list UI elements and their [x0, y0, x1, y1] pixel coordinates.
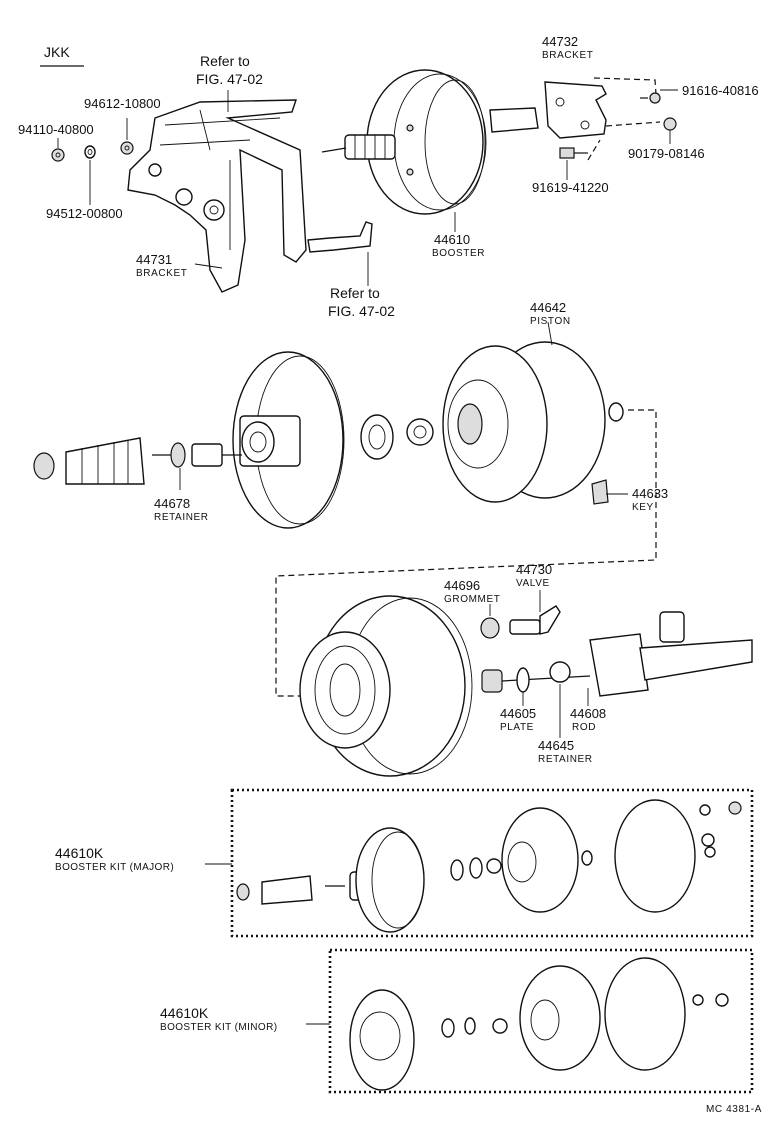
- small-parts-44633: [275, 402, 657, 697]
- valve-44730-drawing: [480, 605, 561, 639]
- callout-labels: Refer to FIG. 47-02 94612-10800 94110-40…: [18, 34, 762, 1115]
- callout-44678-name: RETAINER: [154, 512, 209, 523]
- kit-minor-box: [306, 948, 754, 1094]
- callout-44731-number: 44731: [136, 252, 172, 267]
- callout-91616-number: 91616-40816: [682, 83, 759, 98]
- callout-44731-name: BRACKET: [136, 268, 187, 279]
- booster-assembly-top: [321, 69, 539, 215]
- header-code: JKK: [44, 44, 70, 60]
- refer-to-label-top: Refer to: [200, 53, 250, 69]
- retainer-44678-drawing: [152, 442, 242, 468]
- callout-44696-name: GROMMET: [444, 594, 500, 605]
- boot-drawing: [33, 437, 145, 485]
- callout-44642-number: 44642: [530, 300, 566, 315]
- callout-44633-number: 44633: [632, 486, 668, 501]
- callout-44605-number: 44605: [500, 706, 536, 721]
- callout-94512-number: 94512-00800: [46, 206, 123, 221]
- nut-94612: [120, 141, 134, 155]
- kit-major-box: [205, 788, 754, 938]
- callout-94110-number: 94110-40800: [18, 122, 94, 137]
- seal-rings-drawing: [360, 414, 434, 460]
- pedal-bracket-drawing: [127, 99, 373, 293]
- callout-44678-number: 44678: [154, 496, 190, 511]
- footer-code: MC 4381-A: [706, 1104, 762, 1115]
- nut-90179: [663, 117, 677, 131]
- kit-major-number: 44610K: [55, 845, 104, 861]
- fig-ref-label-bottom: FIG. 47-02: [328, 303, 395, 319]
- leaders-section-2: [179, 321, 628, 738]
- callout-44730-name: VALVE: [516, 578, 550, 589]
- callout-44608-number: 44608: [570, 706, 606, 721]
- kit-minor-name: BOOSTER KIT (MINOR): [160, 1022, 277, 1033]
- callout-90179-number: 90179-08146: [628, 146, 705, 161]
- callout-91619-number: 91619-41220: [532, 180, 609, 195]
- bolt-91616: [640, 92, 661, 104]
- fig-ref-label-top: FIG. 47-02: [196, 71, 263, 87]
- callout-44732-name: BRACKET: [542, 50, 593, 61]
- front-shell-drawing: [232, 351, 345, 529]
- callout-94612-number: 94612-10800: [84, 96, 161, 111]
- callout-44732-number: 44732: [542, 34, 578, 49]
- rear-shell-drawing: [299, 595, 473, 777]
- callout-44610-number: 44610: [434, 232, 470, 247]
- callout-44645-name: RETAINER: [538, 754, 593, 765]
- bolt-91619: [559, 147, 588, 159]
- kit-minor-number: 44610K: [160, 1005, 209, 1021]
- bracket-44732-drawing: [544, 77, 661, 161]
- washer-94512: [84, 145, 96, 159]
- callout-44608-name: ROD: [572, 722, 596, 733]
- kit-major-name: BOOSTER KIT (MAJOR): [55, 862, 174, 873]
- callout-44610-name: BOOSTER: [432, 248, 485, 259]
- callout-44633-name: KEY: [632, 502, 654, 513]
- callout-44645-number: 44645: [538, 738, 574, 753]
- refer-to-label-bottom: Refer to: [330, 285, 380, 301]
- callout-44696-number: 44696: [444, 578, 480, 593]
- rod-assembly-drawing: [481, 611, 753, 697]
- callout-44730-number: 44730: [516, 562, 552, 577]
- leaders-section-1: [57, 89, 678, 286]
- callout-44605-name: PLATE: [500, 722, 534, 733]
- nut-94110: [51, 148, 65, 162]
- callout-44642-name: PISTON: [530, 316, 571, 327]
- piston-44642-drawing: [442, 341, 606, 503]
